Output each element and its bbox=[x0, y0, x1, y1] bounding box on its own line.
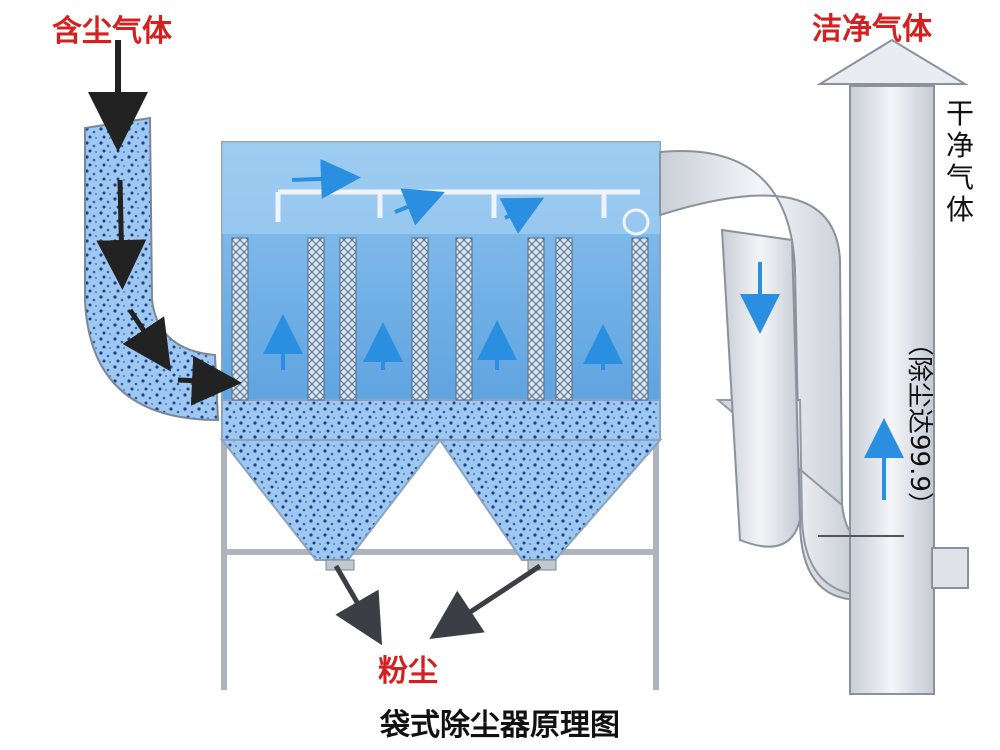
filter-bags bbox=[231, 237, 649, 401]
flow-arrows-internal bbox=[263, 158, 904, 500]
dust-chamber bbox=[221, 399, 661, 441]
clean-air-plenum bbox=[222, 142, 660, 234]
clean-gas-label: 洁净气体 bbox=[812, 12, 932, 47]
dust-removal-rate-label: （除尘达99.9） bbox=[904, 330, 934, 518]
fan-housing bbox=[931, 547, 969, 589]
exhaust-stack bbox=[849, 85, 935, 695]
inlet-duct bbox=[84, 116, 220, 422]
support-frame bbox=[221, 430, 659, 690]
dry-gas-label: 干净气体 bbox=[945, 97, 974, 226]
dusty-gas-label: 含尘气体 bbox=[52, 14, 172, 49]
diagram-title: 袋式除尘器原理图 bbox=[380, 708, 620, 743]
dust-label: 粉尘 bbox=[378, 654, 438, 689]
hopper-left bbox=[219, 439, 443, 561]
hopper-right bbox=[438, 439, 663, 561]
valve-icon bbox=[622, 208, 650, 236]
stack-cap bbox=[816, 38, 969, 85]
flow-arrows-dust bbox=[333, 563, 542, 646]
flow-arrows-inlet bbox=[88, 40, 242, 406]
